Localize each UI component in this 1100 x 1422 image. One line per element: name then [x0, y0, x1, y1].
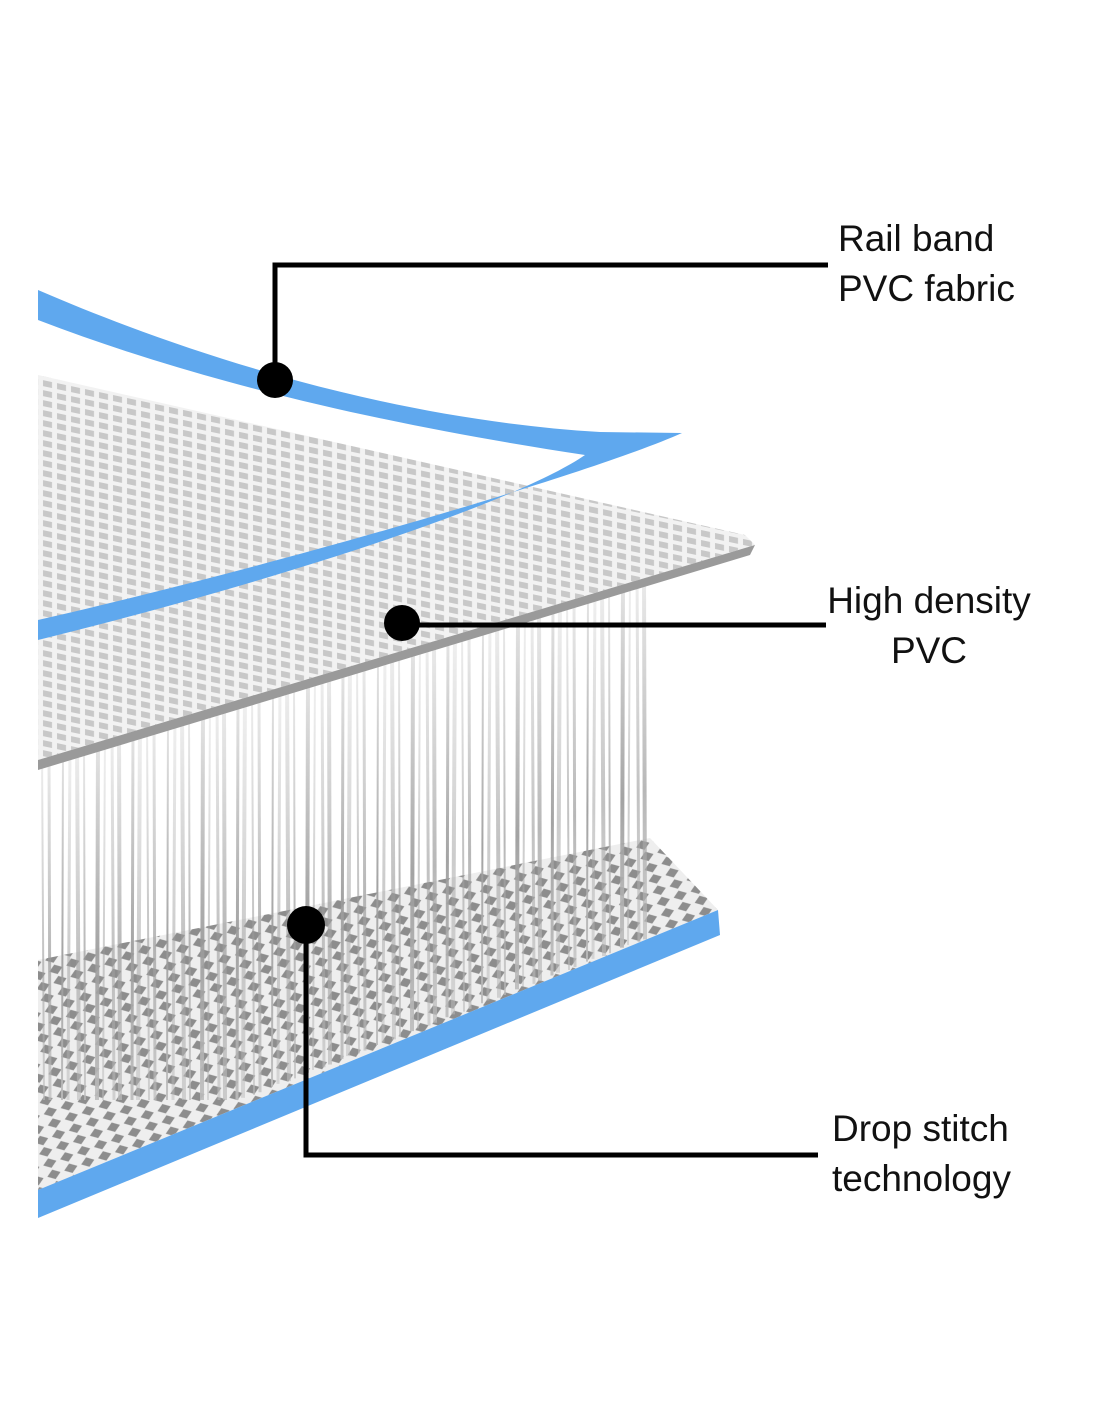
fiber	[271, 679, 274, 1087]
fiber	[222, 694, 227, 1101]
fiber	[381, 645, 387, 1043]
fiber	[445, 627, 450, 1018]
fiber	[572, 589, 577, 968]
callout-rail-band: Rail band PVC fabric	[838, 214, 1015, 314]
fiber	[356, 654, 360, 1054]
fiber	[320, 664, 326, 1068]
fiber	[515, 606, 520, 990]
fiber	[312, 666, 316, 1071]
callout-drop-stitch: Drop stitch technology	[832, 1104, 1011, 1204]
fiber	[608, 578, 611, 954]
callout-line: technology	[832, 1158, 1011, 1199]
fiber	[550, 595, 555, 976]
fiber	[257, 683, 262, 1093]
fiber	[117, 725, 122, 1101]
fiber	[398, 641, 401, 1037]
fiber	[41, 748, 45, 1101]
callout-line: Drop stitch	[832, 1108, 1009, 1149]
fiber	[642, 568, 647, 940]
callout-line: PVC	[890, 630, 968, 671]
fiber	[207, 698, 211, 1101]
top-sheet	[38, 375, 755, 770]
callout-dot-drop-stitch	[287, 906, 325, 944]
callout-line: PVC fabric	[838, 268, 1015, 309]
fiber	[461, 622, 465, 1012]
fiber	[83, 736, 86, 1101]
fiber	[152, 715, 157, 1101]
callout-line: Rail band	[838, 218, 995, 259]
fiber	[600, 580, 606, 957]
fiber	[110, 727, 116, 1101]
fiber	[432, 631, 437, 1023]
bottom-blue-edge	[38, 910, 720, 1218]
fiber	[522, 603, 526, 987]
callout-lines	[272, 262, 828, 1158]
fiber	[235, 690, 240, 1101]
fiber	[66, 740, 72, 1101]
callout-high-density-pvc: High density PVC	[824, 576, 1034, 676]
fiber	[75, 738, 81, 1101]
fiber	[285, 675, 291, 1082]
fiber	[390, 643, 396, 1040]
fiber	[620, 574, 625, 948]
fiber	[537, 599, 542, 982]
fiber	[586, 585, 589, 962]
fiber	[425, 633, 431, 1026]
fiber	[166, 711, 169, 1101]
fiber	[503, 610, 506, 995]
fiber	[451, 624, 457, 1015]
rail-band	[38, 290, 682, 640]
drop-stitch-fibers	[41, 568, 647, 1101]
fiber	[340, 658, 345, 1059]
fiber	[47, 746, 52, 1101]
fiber	[635, 570, 641, 943]
fiber	[276, 677, 282, 1084]
callout-dot-rail-band	[257, 362, 293, 398]
fiber	[376, 648, 379, 1046]
callout-line: High density	[827, 580, 1031, 621]
fiber	[102, 729, 106, 1101]
fiber	[410, 637, 415, 1032]
fiber	[215, 696, 221, 1101]
fiber	[530, 601, 536, 984]
fiber	[591, 582, 597, 959]
fiber	[95, 732, 100, 1101]
fiber	[136, 719, 142, 1101]
fiber	[188, 704, 191, 1101]
fiber	[171, 708, 177, 1101]
fiber	[327, 662, 332, 1065]
fiber	[146, 717, 150, 1101]
fiber	[556, 593, 562, 973]
callout-dot-high-density-pvc	[384, 605, 420, 641]
fiber	[241, 687, 247, 1098]
fiber	[362, 652, 367, 1051]
fiber	[486, 614, 492, 1001]
fiber	[293, 673, 296, 1079]
fiber	[180, 706, 186, 1101]
fiber	[481, 616, 484, 1004]
fiber	[467, 620, 472, 1009]
fiber	[130, 721, 135, 1101]
fiber	[417, 635, 421, 1029]
fiber	[495, 612, 501, 998]
fiber	[61, 742, 64, 1101]
fiber	[346, 656, 352, 1057]
fiber	[566, 591, 570, 970]
fiber	[627, 572, 631, 945]
fiber	[251, 685, 255, 1096]
fiber	[200, 700, 205, 1101]
